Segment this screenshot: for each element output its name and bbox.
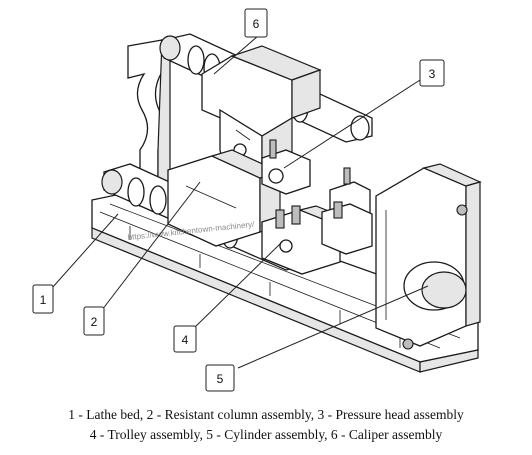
callout-3: 3 xyxy=(419,59,445,87)
leader-1 xyxy=(51,213,119,289)
leader-2 xyxy=(101,181,201,311)
callout-4: 4 xyxy=(173,325,197,353)
callout-2: 2 xyxy=(83,306,105,336)
svg-text:4: 4 xyxy=(182,333,189,347)
cylinder-assembly xyxy=(375,163,482,350)
leader-lines xyxy=(51,35,429,369)
leader-3 xyxy=(283,79,421,169)
svg-text:2: 2 xyxy=(91,315,98,329)
callout-1: 1 xyxy=(32,284,54,314)
legend: 1 - Lathe bed, 2 - Resistant column asse… xyxy=(0,405,532,445)
callout-5: 5 xyxy=(205,364,235,392)
legend-line-2: 4 - Trolley assembly, 5 - Cylinder assem… xyxy=(89,427,443,442)
svg-text:1: 1 xyxy=(40,293,47,307)
leader-5 xyxy=(237,285,429,369)
legend-line-1: 1 - Lathe bed, 2 - Resistant column asse… xyxy=(68,407,464,422)
trolley-assembly xyxy=(261,201,373,275)
svg-text:6: 6 xyxy=(253,17,260,31)
svg-text:5: 5 xyxy=(217,372,224,386)
leader-4 xyxy=(191,241,283,331)
callout-6: 6 xyxy=(244,8,268,38)
leader-6 xyxy=(213,35,259,75)
svg-text:3: 3 xyxy=(429,67,436,81)
machine-diagram: https://www.kitchentown-machinery/ 1 2 3… xyxy=(32,8,482,392)
